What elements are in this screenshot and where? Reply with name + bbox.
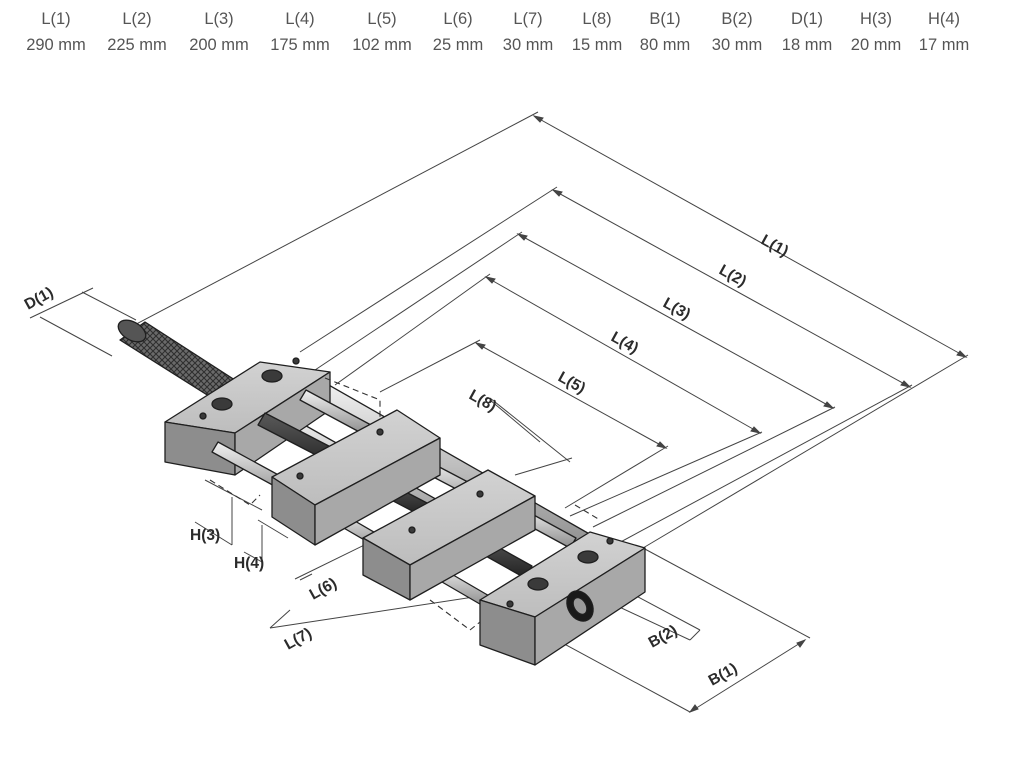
spec-table: L(1) 290 mm L(2) 225 mm L(3) 200 mm L(4) 175…: [0, 6, 1024, 66]
label-b2: B(2): [646, 622, 681, 651]
dimension-l2: [299, 186, 913, 546]
label-d1: D(1): [22, 284, 57, 313]
movable-jaw-1: [271, 409, 441, 546]
spec-label: L(2): [122, 10, 152, 28]
spec-value: 30 mm: [502, 36, 554, 54]
dimension-lines: [29, 111, 969, 714]
label-l5: L(5): [555, 369, 588, 398]
spec-value: 18 mm: [781, 36, 833, 54]
dimension-l3: [311, 231, 836, 528]
spec-label: B(2): [721, 10, 753, 28]
spec-value: 225 mm: [107, 36, 167, 54]
spec-label: H(3): [859, 10, 893, 28]
dimension-l5: [379, 339, 669, 509]
spec-label: L(4): [285, 10, 315, 28]
label-l4: L(4): [608, 329, 641, 358]
spec-value: 15 mm: [571, 36, 623, 54]
spec-value: 17 mm: [918, 36, 970, 54]
label-l8: L(8): [466, 387, 499, 416]
label-l7: L(7): [282, 625, 315, 654]
spec-label: L(8): [582, 10, 612, 28]
spec-label: H(4): [927, 10, 961, 28]
dimension-h4: [243, 519, 289, 563]
spec-label: L(7): [513, 10, 543, 28]
spec-label: B(1): [649, 10, 681, 28]
label-l2: L(2): [716, 262, 749, 291]
spec-value: 25 mm: [432, 36, 484, 54]
spec-value: 290 mm: [26, 36, 86, 54]
spec-l3: L(3) 200 mm: [179, 6, 259, 58]
dimension-d1: [29, 287, 137, 357]
spec-b2: B(2) 30 mm: [697, 6, 777, 58]
label-l3: L(3): [660, 295, 693, 324]
spec-h3: H(3) 20 mm: [836, 6, 916, 58]
dimension-l1: [124, 111, 969, 549]
spec-label: L(3): [204, 10, 234, 28]
spec-h4: H(4) 17 mm: [904, 6, 984, 58]
spec-label: L(1): [41, 10, 71, 28]
spec-value: 20 mm: [850, 36, 902, 54]
spec-l8: L(8) 15 mm: [557, 6, 637, 58]
dimension-h3: [194, 479, 263, 546]
label-h3: H(3): [190, 527, 220, 544]
label-h4: H(4): [234, 555, 264, 572]
movable-jaw-2: [362, 469, 536, 601]
spec-label: D(1): [790, 10, 824, 28]
spec-value: 200 mm: [189, 36, 249, 54]
dimension-l8: [489, 397, 573, 476]
vise-body: [117, 319, 646, 666]
front-end-block: [479, 531, 646, 666]
spec-l7: L(7) 30 mm: [488, 6, 568, 58]
spec-value: 80 mm: [639, 36, 691, 54]
spec-label: L(6): [443, 10, 473, 28]
dimension-l4: [334, 273, 763, 517]
spec-l5: L(5) 102 mm: [342, 6, 422, 58]
hidden-lines: [209, 377, 601, 631]
spec-b1: B(1) 80 mm: [625, 6, 705, 58]
label-l1: L(1): [758, 232, 791, 261]
spec-label: L(5): [367, 10, 397, 28]
spec-value: 175 mm: [270, 36, 330, 54]
label-b1: B(1): [706, 660, 741, 689]
spec-value: 102 mm: [352, 36, 412, 54]
spec-d1: D(1) 18 mm: [767, 6, 847, 58]
spec-l2: L(2) 225 mm: [97, 6, 177, 58]
label-l6: L(6): [307, 575, 340, 604]
knurled-handle: [117, 319, 239, 399]
spec-l6: L(6) 25 mm: [418, 6, 498, 58]
spec-l1: L(1) 290 mm: [16, 6, 96, 58]
spec-l4: L(4) 175 mm: [260, 6, 340, 58]
spec-value: 30 mm: [711, 36, 763, 54]
